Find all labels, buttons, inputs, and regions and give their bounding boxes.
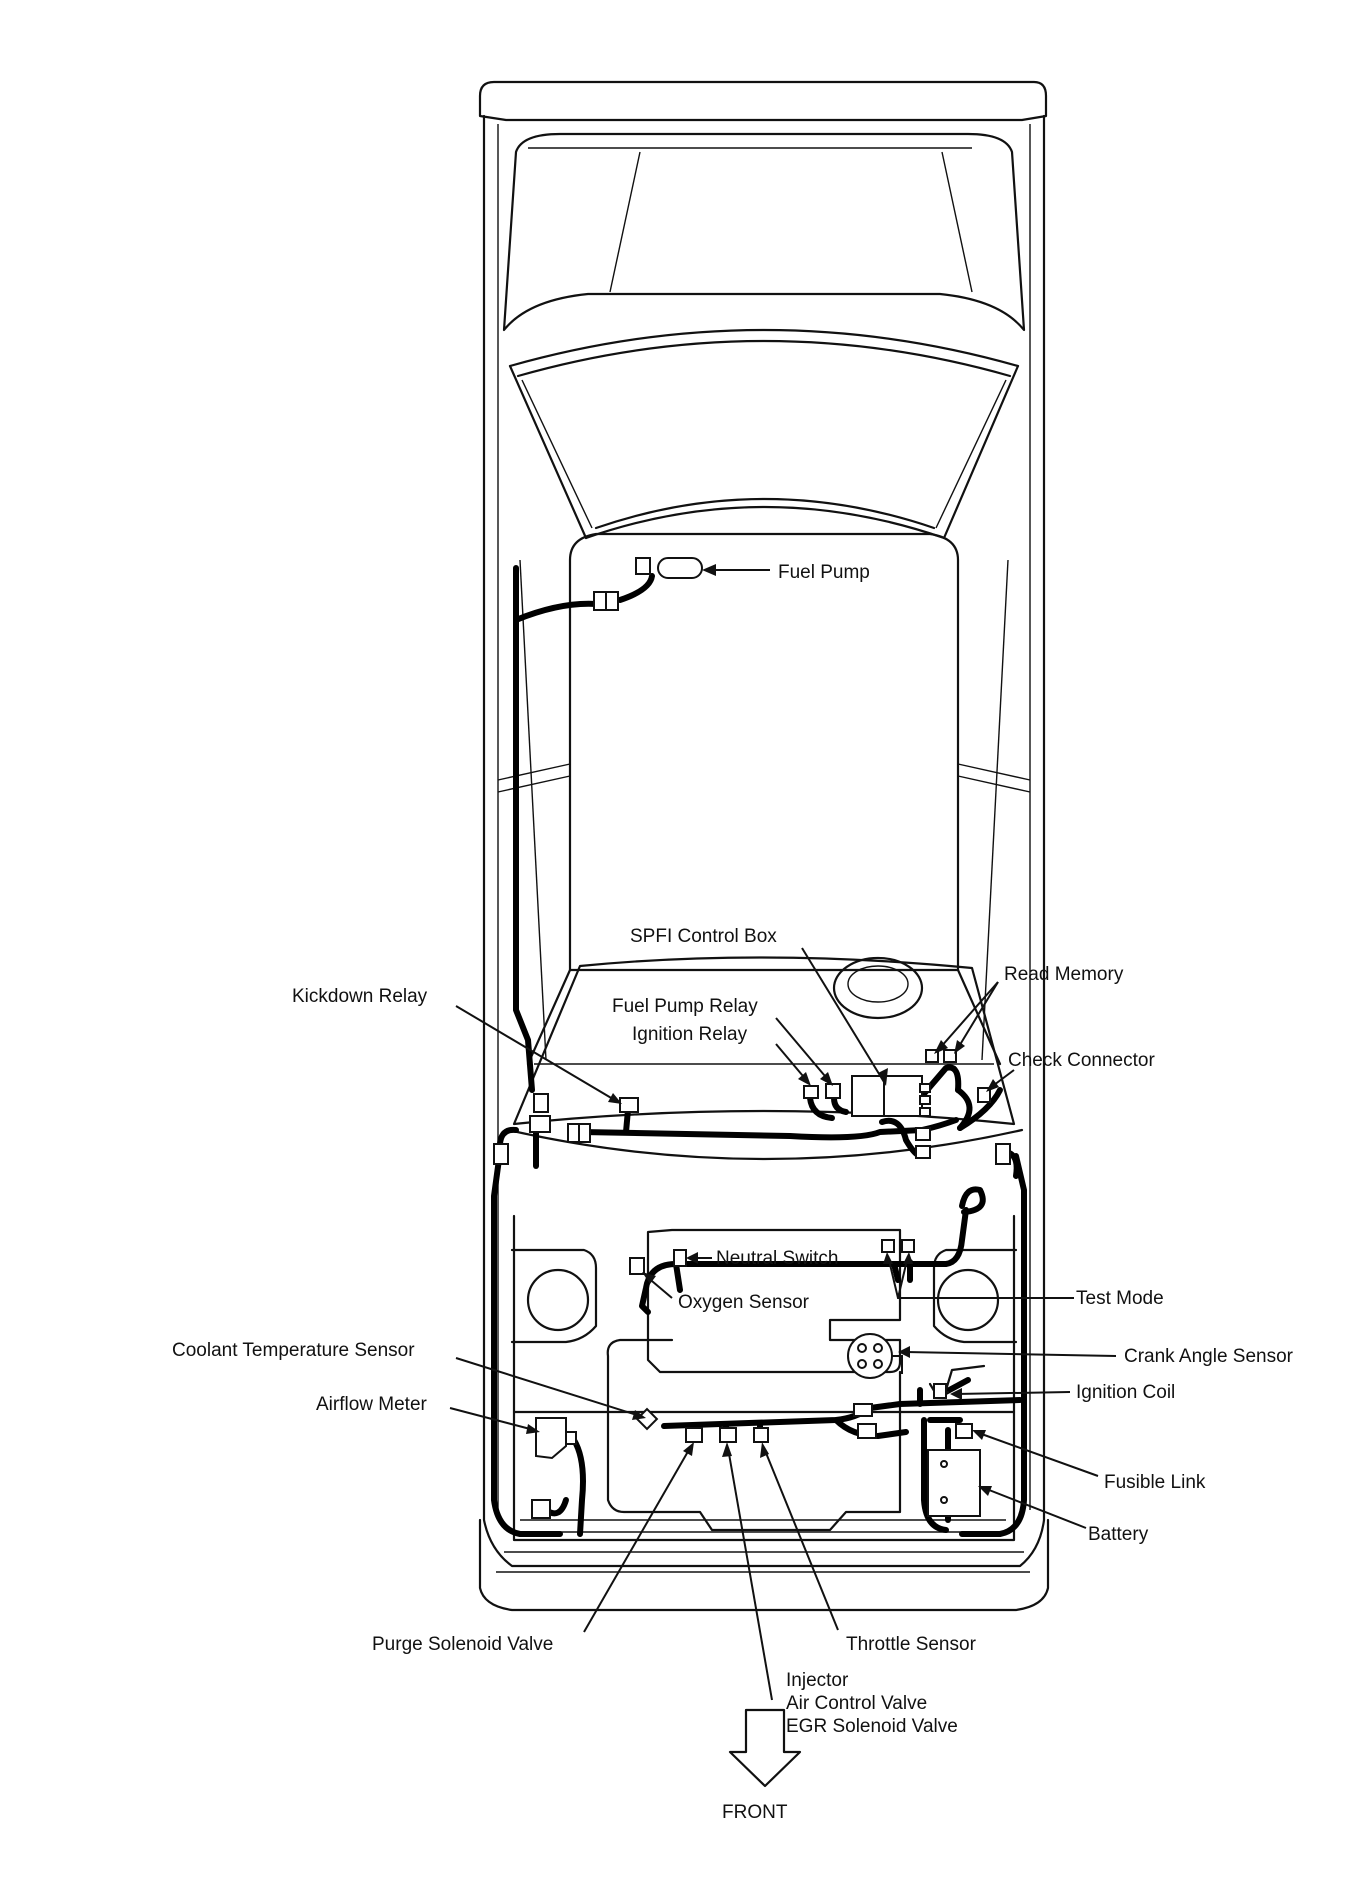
label-battery: Battery — [1088, 1524, 1149, 1545]
label-ignition-coil: Ignition Coil — [1076, 1382, 1175, 1403]
test-mode-connector — [881, 1239, 895, 1253]
ignition-coil-component — [944, 1364, 986, 1392]
label-airflow-meter: Airflow Meter — [316, 1394, 428, 1415]
label-oxygen-sensor: Oxygen Sensor — [678, 1292, 810, 1313]
label-ignition-relay: Ignition Relay — [632, 1024, 748, 1045]
label-read-memory: Read Memory — [1004, 964, 1124, 985]
label-air-control-valve: Air Control Valve — [786, 1693, 927, 1714]
airflow-meter-component — [535, 1417, 567, 1460]
components — [493, 557, 1011, 1519]
label-coolant-temperature-sensor: Coolant Temperature Sensor — [172, 1340, 415, 1361]
injector-connector — [719, 1427, 737, 1443]
label-front: FRONT — [722, 1802, 788, 1823]
fusible-link-component — [955, 1423, 973, 1439]
kickdown-relay-component — [619, 1097, 639, 1113]
neutral-switch-component — [673, 1249, 687, 1267]
label-fuel-pump-relay: Fuel Pump Relay — [612, 996, 758, 1017]
callout-labels: Fuel Pump SPFI Control Box Read Memory K… — [172, 562, 1294, 1823]
wiring-harness — [491, 565, 1027, 1537]
label-fusible-link: Fusible Link — [1104, 1472, 1206, 1493]
fuel-pump-relay-component — [825, 1083, 841, 1099]
label-neutral-switch: Neutral Switch — [716, 1248, 839, 1269]
throttle-sensor-connector — [753, 1427, 769, 1443]
oxygen-sensor-component — [629, 1257, 645, 1275]
vehicle-outline — [478, 80, 1050, 1612]
crank-angle-sensor-component — [847, 1333, 893, 1379]
label-injector: Injector — [786, 1670, 849, 1691]
label-test-mode: Test Mode — [1076, 1288, 1164, 1309]
front-arrow-icon — [728, 1708, 802, 1788]
fuel-pump-component — [657, 557, 703, 579]
label-fuel-pump: Fuel Pump — [778, 562, 870, 583]
leader-lines — [449, 564, 1117, 1701]
label-purge-solenoid-valve: Purge Solenoid Valve — [372, 1634, 553, 1655]
label-check-connector: Check Connector — [1008, 1050, 1155, 1071]
label-throttle-sensor: Throttle Sensor — [846, 1634, 977, 1655]
purge-solenoid-valve-connector — [685, 1427, 703, 1443]
battery-component — [927, 1449, 981, 1517]
label-crank-angle-sensor: Crank Angle Sensor — [1124, 1346, 1294, 1367]
spfi-control-box-component — [851, 1075, 923, 1117]
ignition-relay-component — [803, 1085, 819, 1099]
coolant-temperature-sensor-component — [635, 1407, 659, 1431]
label-spfi-control-box: SPFI Control Box — [630, 926, 777, 947]
label-kickdown-relay: Kickdown Relay — [292, 986, 428, 1007]
label-egr-solenoid-valve: EGR Solenoid Valve — [786, 1716, 958, 1737]
